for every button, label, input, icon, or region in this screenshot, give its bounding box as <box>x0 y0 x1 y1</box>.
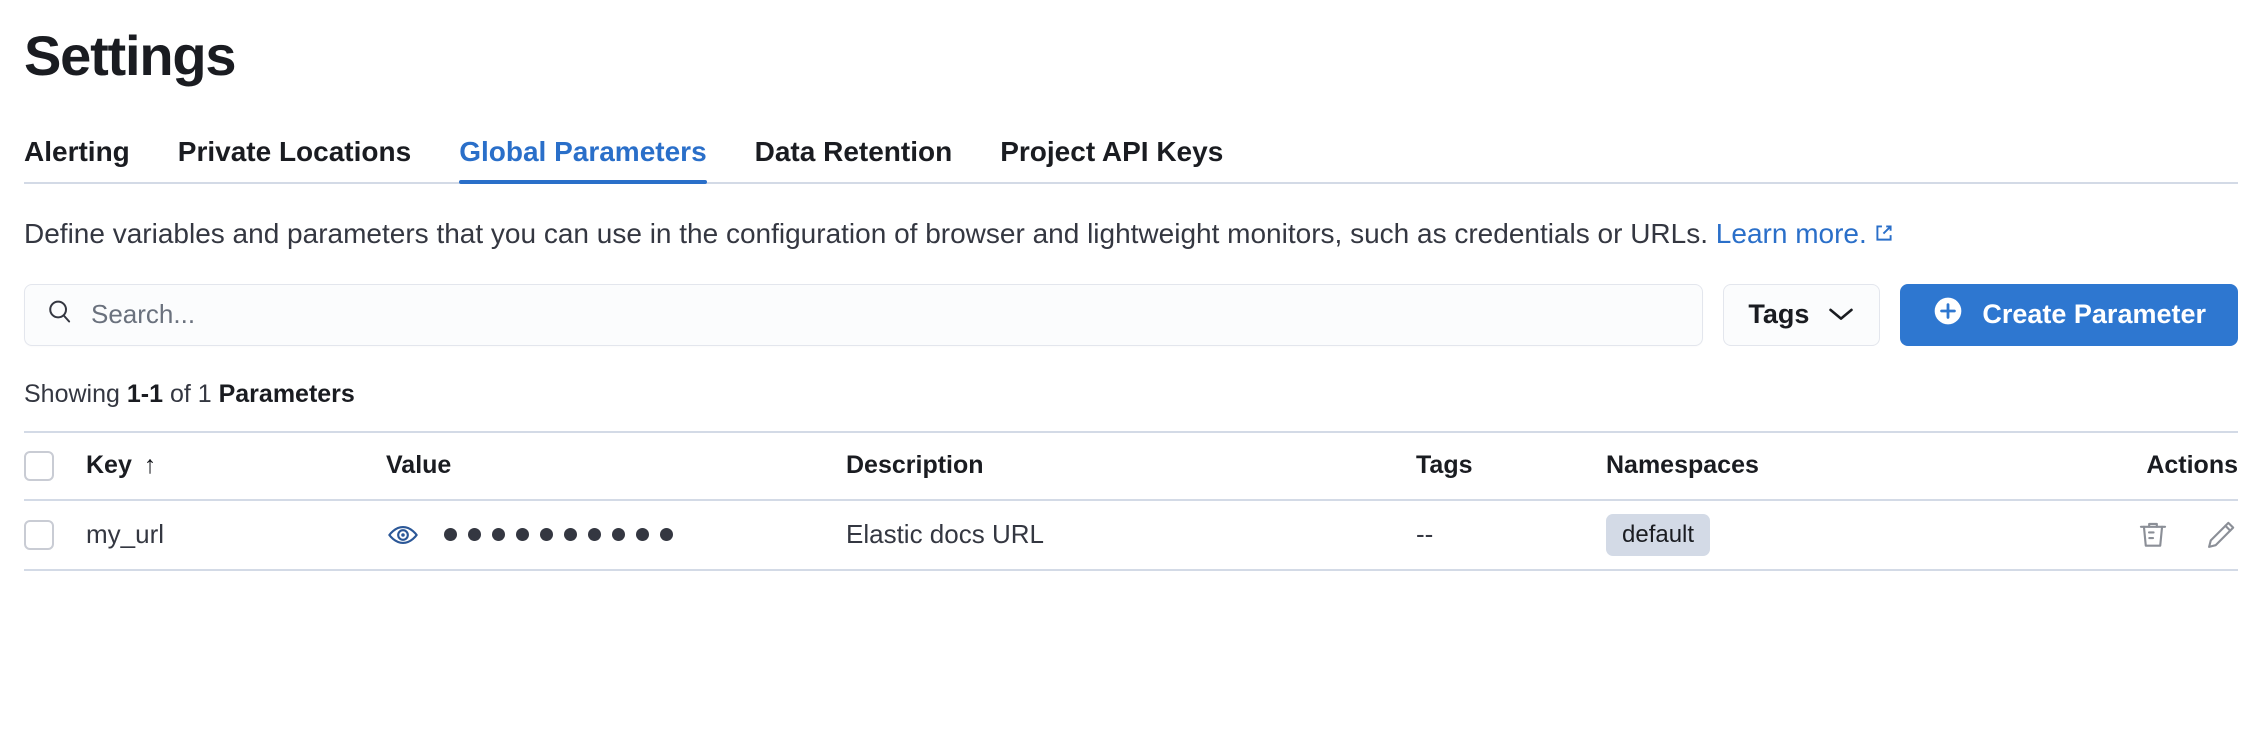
results-count: Showing 1-1 of 1 Parameters <box>24 380 2238 409</box>
search-input[interactable]: Search... <box>24 283 1704 346</box>
column-header-value[interactable]: Value <box>386 451 452 480</box>
cell-key: my_url <box>86 519 165 550</box>
page-title: Settings <box>24 24 237 87</box>
trash-icon[interactable] <box>2136 518 2170 552</box>
tags-filter-label: Tags <box>1748 299 1810 330</box>
cell-value <box>386 518 846 552</box>
sort-ascending-icon: ↑ <box>143 451 157 480</box>
plus-circle-icon <box>1932 295 1964 334</box>
settings-tabs: Alerting Private Locations Global Parame… <box>24 122 2238 185</box>
select-all-checkbox[interactable] <box>24 450 54 481</box>
column-header-actions: Actions <box>2146 451 2238 480</box>
search-placeholder: Search... <box>91 299 196 330</box>
pencil-icon[interactable] <box>2204 518 2238 552</box>
parameters-table: Key ↑ Value Description Tags Namespaces … <box>24 430 2238 571</box>
column-header-key-label: Key <box>86 451 132 480</box>
table-row: my_url Elastic docs URL -- default <box>24 498 2238 571</box>
showing-range: 1-1 <box>126 379 163 408</box>
external-link-icon <box>1873 215 1895 256</box>
learn-more-link[interactable]: Learn more. <box>1715 218 1867 250</box>
create-parameter-button[interactable]: Create Parameter <box>1900 283 2238 346</box>
cell-description: Elastic docs URL <box>846 519 1044 550</box>
column-header-namespaces[interactable]: Namespaces <box>1606 451 1759 480</box>
cell-namespaces: default <box>1606 514 2038 556</box>
tab-alerting[interactable]: Alerting <box>24 136 130 168</box>
controls-row: Search... Tags Create Parameter <box>24 283 2238 346</box>
search-icon <box>45 297 75 332</box>
create-parameter-label: Create Parameter <box>1982 299 2206 330</box>
row-select-checkbox[interactable] <box>24 519 54 550</box>
column-header-key[interactable]: Key ↑ <box>86 451 386 480</box>
cell-actions <box>2038 518 2238 552</box>
showing-of: of <box>163 379 198 408</box>
tags-filter-button[interactable]: Tags <box>1723 283 1881 346</box>
tab-data-retention[interactable]: Data Retention <box>754 136 953 168</box>
namespace-badge: default <box>1606 514 1711 556</box>
eye-icon[interactable] <box>386 518 420 552</box>
table-header-row: Key ↑ Value Description Tags Namespaces … <box>24 430 2238 499</box>
chevron-down-icon <box>1827 299 1855 330</box>
showing-total: 1 <box>197 379 212 408</box>
page-description: Define variables and parameters that you… <box>24 214 2238 256</box>
cell-tags: -- <box>1416 519 1434 550</box>
column-header-tags[interactable]: Tags <box>1416 451 1473 480</box>
description-text: Define variables and parameters that you… <box>24 218 1716 250</box>
row-select-cell <box>24 519 86 550</box>
tab-project-api-keys[interactable]: Project API Keys <box>1000 136 1224 168</box>
masked-value <box>444 528 673 542</box>
showing-prefix: Showing <box>24 379 127 408</box>
tab-global-parameters[interactable]: Global Parameters <box>459 138 708 185</box>
select-all-cell <box>24 450 86 481</box>
showing-noun: Parameters <box>211 379 355 408</box>
tab-private-locations[interactable]: Private Locations <box>177 136 412 168</box>
column-header-description[interactable]: Description <box>846 451 984 480</box>
